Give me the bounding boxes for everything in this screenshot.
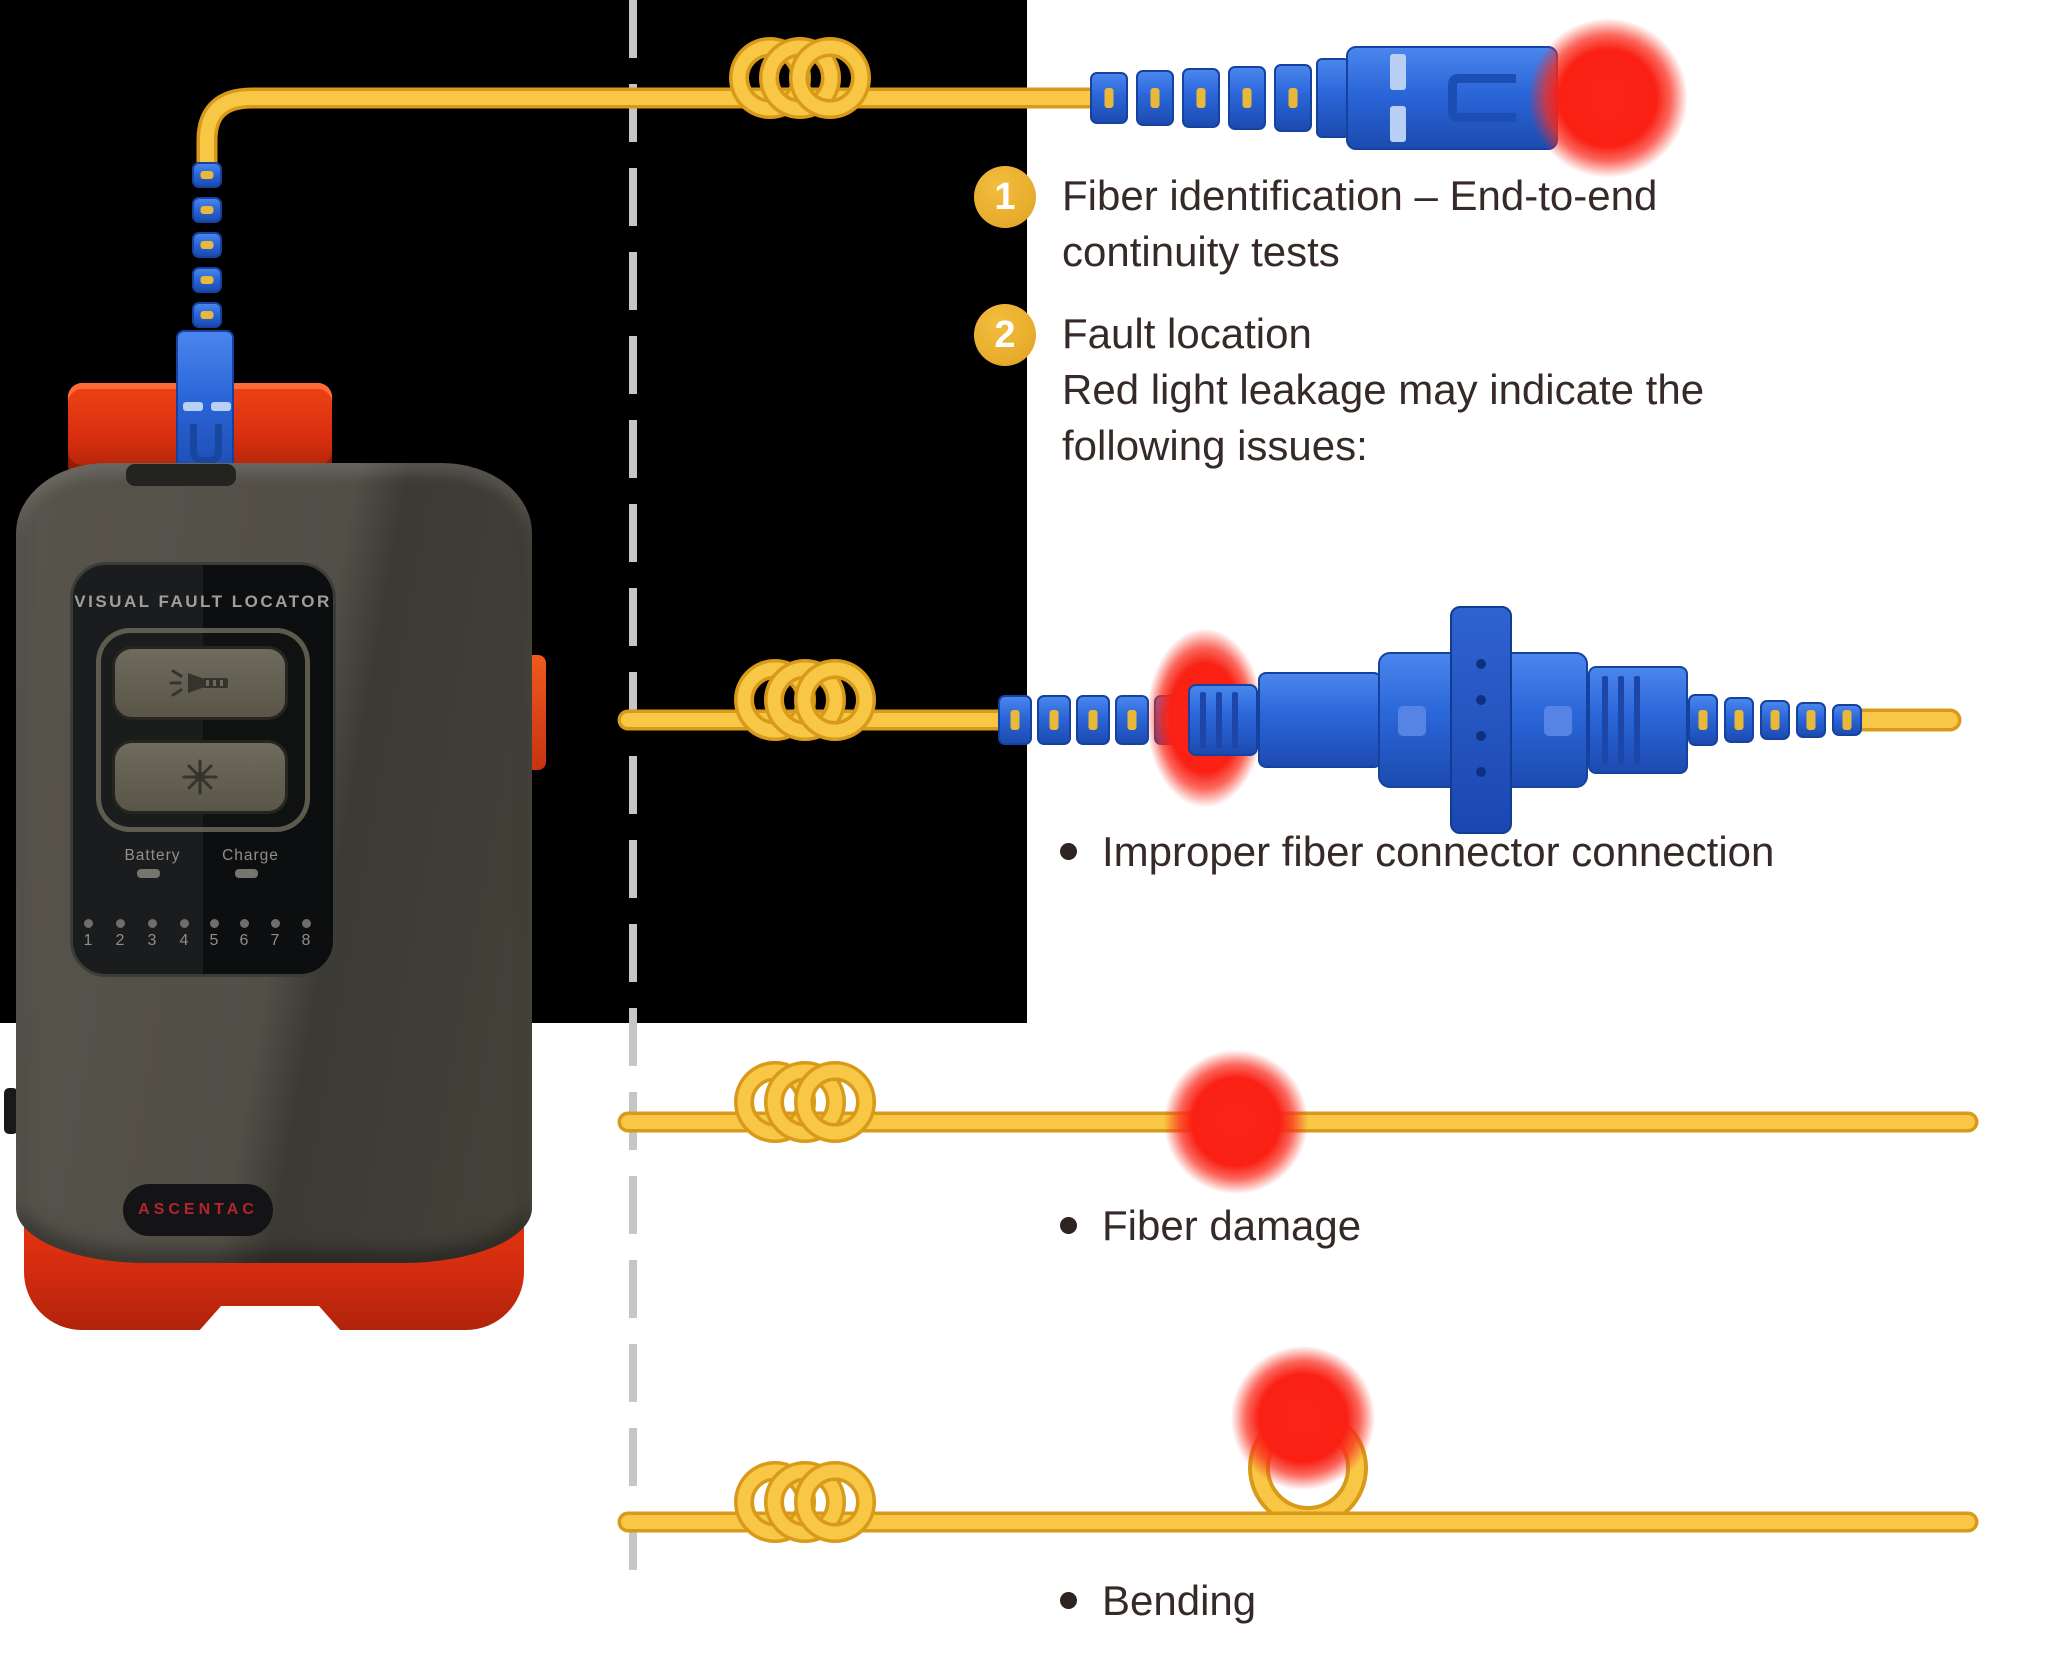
boot-segment [1115,695,1149,745]
channel-led [180,919,189,928]
channel-led [84,919,93,928]
brand-text: ASCENTAC [138,1201,258,1218]
boot-segment [1724,697,1754,743]
ferrule-tip [1558,76,1602,120]
demarcation-dashed-line [629,0,637,1585]
boot-segment [1796,702,1826,738]
annotation-line: Fault location [1062,310,1312,357]
adapter-key-hole [1476,695,1486,705]
taper-ridge [1200,692,1206,748]
channel-number: 6 [239,932,249,949]
boot-segment [1154,695,1188,745]
adapter-center-key [1450,606,1512,834]
laser-button [112,740,288,814]
device-shoulder-notch [126,464,236,486]
step-badge-2: 2 [974,304,1036,366]
bullet-icon [1060,1217,1077,1234]
device-left-switch [4,1088,18,1134]
battery-label: Battery [124,847,181,864]
step-badge-1: 1 [974,166,1036,228]
device-plug-slot [190,424,222,464]
channel-led [271,919,280,928]
channel-number: 2 [115,932,125,949]
channel-led [210,919,219,928]
channel-led [148,919,157,928]
adapter-latch [1398,706,1426,736]
annotation-line: Fiber identification – End-to-end [1062,172,1658,219]
boot-segment [1136,70,1174,126]
boot-segment [1037,695,1071,745]
adapter-key-hole [1476,731,1486,741]
channel-number: 4 [179,932,189,949]
channel-number: 5 [209,932,219,949]
boot-segment [1274,64,1312,132]
channel-led [302,919,311,928]
boot-taper [1316,58,1350,138]
adapter-latch [1544,706,1572,736]
device-boot-segment [192,302,222,328]
boot-segment [1182,68,1220,128]
fiber-coil-2 [734,659,876,741]
device-boot-segment [192,267,222,293]
boot-segment [1090,72,1128,124]
battery-led [137,869,160,878]
bullet-fiber-damage: Fiber damage [1102,1202,1362,1249]
boot-segment [998,695,1032,745]
plug-taper-left [1188,684,1258,756]
sc-latch-window [1390,106,1406,142]
boot-segment [1076,695,1110,745]
taper-ridge [1232,692,1238,748]
annotation-line: following issues: [1062,422,1368,469]
channel-led [116,919,125,928]
charge-label: Charge [222,847,279,864]
laser-icon [182,759,218,795]
plug-ridge [1618,676,1624,764]
bullet-icon [1060,843,1077,860]
adapter-key-hole [1476,767,1486,777]
fiber-coil-4 [734,1461,876,1543]
channel-number: 1 [83,932,93,949]
sc-plug-left [1258,672,1382,768]
boot-segment [1832,704,1862,736]
boot-segment [1688,694,1718,746]
device-boot-segment [192,162,222,188]
boot-segment [1228,66,1266,130]
device-plug-window [183,402,203,411]
fiber-coil-1 [729,37,871,119]
taper-ridge [1216,692,1222,748]
annotation-line: Red light leakage may indicate the [1062,366,1705,413]
device-base-notch [198,1306,342,1332]
brand-badge: ASCENTAC [123,1184,273,1236]
bend-loop [1248,1408,1368,1528]
device-boot-segment [192,197,222,223]
annotation-line: continuity tests [1062,228,1340,275]
channel-led [240,919,249,928]
flashlight-button [112,646,288,720]
device-plug-window [211,402,231,411]
fiber-coil-3 [734,1061,876,1143]
bullet-icon [1060,1592,1077,1609]
channel-number: 3 [147,932,157,949]
flashlight-icon [169,669,228,697]
boot-segment [1760,700,1790,740]
bullet-improper-connection: Improper fiber connector connection [1102,828,1775,875]
device-panel-title: VISUAL FAULT LOCATOR [74,592,332,611]
adapter-key-hole [1476,659,1486,669]
channel-number: 7 [270,932,280,949]
sc-latch-window [1390,54,1406,90]
bullet-bending: Bending [1102,1577,1257,1624]
charge-led [235,869,258,878]
device-boot-segment [192,232,222,258]
plug-ridge [1602,676,1608,764]
annotation-item-1: Fiber identification – End-to-end contin… [1062,168,1657,280]
sc-key-notch [1448,74,1516,122]
annotation-item-2: Fault location Red light leakage may ind… [1062,306,1704,474]
plug-ridge [1634,676,1640,764]
channel-number: 8 [301,932,311,949]
